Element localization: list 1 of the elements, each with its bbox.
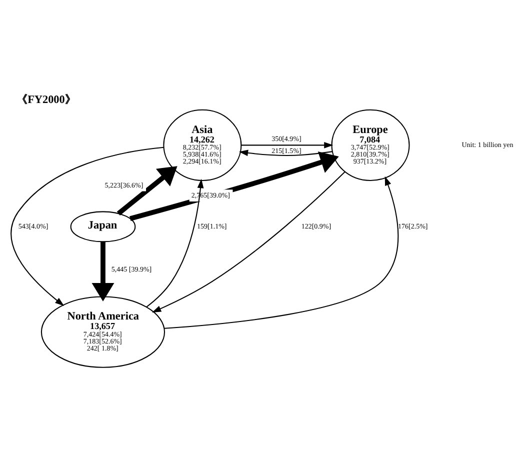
diagram-title: 《FY2000》 xyxy=(16,94,76,106)
